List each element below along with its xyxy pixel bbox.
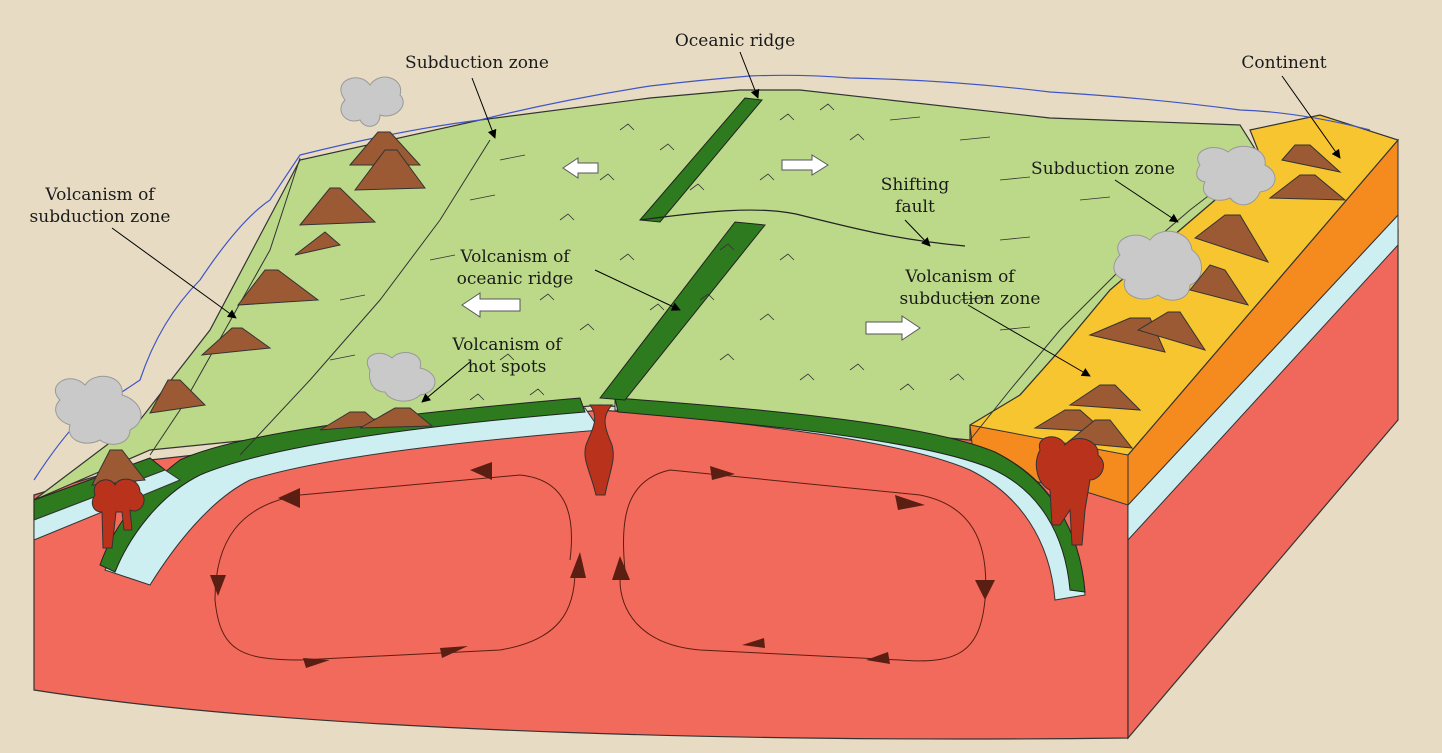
label-hot-spots-line2: hot spots — [468, 357, 547, 377]
label-shifting-fault-line1: Shifting — [881, 175, 950, 195]
label-volcanism-subduction-left-line1: Volcanism of — [44, 185, 156, 205]
label-volcanism-subduction-left-line2: subduction zone — [30, 207, 171, 227]
label-oceanic-ridge: Oceanic ridge — [675, 31, 795, 51]
label-continent: Continent — [1241, 53, 1326, 73]
ash-cloud-icon — [55, 376, 141, 444]
label-subduction-zone-left: Subduction zone — [405, 53, 549, 73]
label-volcanism-subduction-right-line2: subduction zone — [900, 289, 1041, 309]
ash-cloud-icon — [341, 77, 403, 126]
label-volcanism-ridge-line2: oceanic ridge — [457, 269, 574, 289]
pointer-volcanism-subduction-left — [112, 228, 236, 318]
label-volcanism-ridge-line1: Volcanism of — [459, 247, 571, 267]
label-shifting-fault-line2: fault — [895, 197, 935, 217]
label-volcanism-subduction-right-line1: Volcanism of — [904, 267, 1016, 287]
label-subduction-zone-right: Subduction zone — [1031, 159, 1175, 179]
ash-cloud-icon — [1114, 231, 1202, 300]
label-hot-spots-line1: Volcanism of — [451, 335, 563, 355]
